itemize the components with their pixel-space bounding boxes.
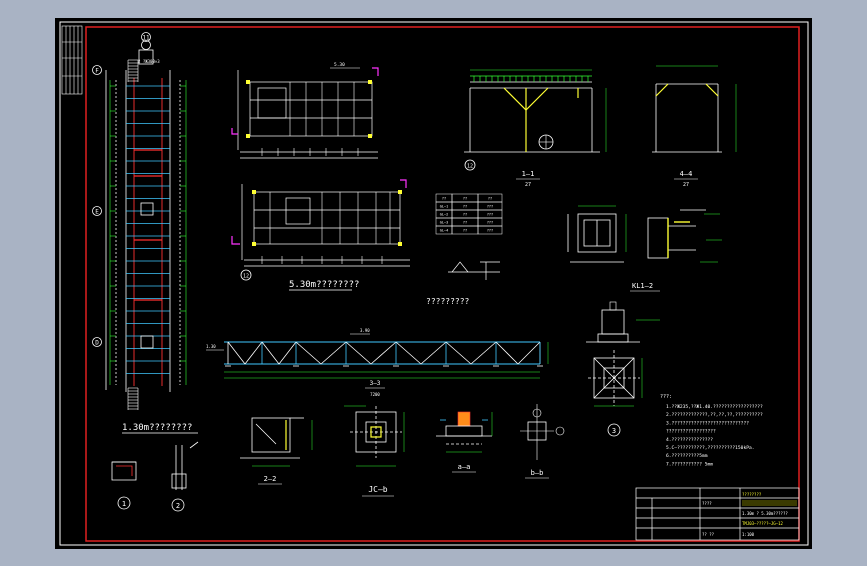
section-jc-label: JC—b (368, 485, 387, 494)
detail-2-number: 2 (176, 502, 180, 510)
table-cell: ??? (487, 229, 493, 233)
note-line: 5.C—??????????,??????????150kPa. (666, 445, 755, 451)
plan-5-30: 12 5.30m???????? (231, 179, 410, 291)
table-cell: ?? (463, 197, 467, 201)
section-4-label: 4—4 (680, 170, 693, 178)
plan-1-30: 11 F E D 2 ?Ж300×3 1.30m???????? (92, 32, 198, 434)
table-cell: ?? (463, 229, 467, 233)
table-cell: ??? (487, 205, 493, 209)
axis-f-label: F (95, 68, 99, 75)
detail-1-number: 1 (122, 500, 126, 508)
sheet-background (55, 18, 812, 549)
note-line: 3.???????????????????????????? (666, 420, 749, 426)
axis-e-label: E (95, 209, 99, 216)
footing-detail: 3 (586, 301, 660, 437)
member-table: ?????? GL—1????? GL—2????? GL—3????? GL—4???… (435, 193, 503, 235)
inner-border (85, 26, 800, 542)
axis-top-label: 11 (142, 35, 150, 42)
title-meta: 1:100 (742, 532, 755, 537)
truss-section: 3—3 (370, 380, 381, 387)
general-notes: ???: 1.??Ж235,??Ж1.40.??????????????????… (660, 394, 763, 467)
note-line: 1.??Ж235,??Ж1.40.?????????????????? (666, 404, 763, 410)
section-aa-label: a—a (458, 463, 471, 471)
section-1-scale: 27 (525, 182, 531, 188)
table-cell: GL—3 (440, 221, 448, 225)
title-row-b: 1.30m ? 5.30m?????? (742, 511, 788, 516)
section-2-label: 2—2 (264, 475, 277, 483)
title-row-c: TMJ03—?????—JG—12 (742, 521, 784, 526)
truss-elev: 1.30 (206, 344, 216, 349)
section-a-a: a—a (436, 411, 493, 473)
table-cell: ?? (463, 221, 467, 225)
table-cell: ?? (463, 205, 467, 209)
binding-strip (61, 25, 83, 95)
note-line: 4.??????????????? (666, 437, 713, 443)
truss-span: 7200 (370, 392, 380, 397)
title-date: ?? ?? (702, 532, 715, 537)
table-cell: ??? (487, 221, 493, 225)
table-cell: GL—1 (440, 205, 448, 209)
detail-kl: KL1—2 (567, 205, 722, 292)
truss-elevation: 1.30 3.90 3—3 7200 (206, 328, 549, 397)
table-cell: GL—2 (440, 213, 448, 217)
section-1-label: 1—1 (522, 170, 535, 178)
detail-kl-title: KL1—2 (632, 282, 653, 290)
table-cell: ?? (463, 213, 467, 217)
column-tag: 2 ?Ж300×3 (138, 59, 160, 64)
plan-1-30-title: 1.30m???????? (122, 423, 192, 433)
detail-q-title: ????????? (426, 297, 470, 306)
section-jc-b: JC—b (344, 405, 405, 497)
section-b-b: b—b (520, 404, 565, 479)
note-line: 2.?????????????,??,??,??,?????????? (666, 412, 763, 418)
section-bb-label: b—b (531, 469, 544, 477)
table-cell: GL—4 (440, 229, 448, 233)
title-block: ???????? ???? 1.30m ? 5.30m?????? TMJ03—… (635, 487, 800, 541)
truss-top-elev: 3.90 (360, 328, 370, 333)
section-1-1: 12 1—1 27 (464, 69, 607, 188)
section-2-2: 2—2 (240, 417, 313, 485)
axis-d-label: D (95, 340, 99, 347)
note-line: 7.??????????? 5mm (666, 461, 713, 467)
title-row-a: ???? (702, 501, 712, 506)
section-1-circle: 12 (467, 164, 473, 170)
title-project: ???????? (742, 492, 762, 497)
table-cell: ?? (442, 197, 446, 201)
footing-circle: 3 (612, 427, 616, 435)
outer-frame (59, 21, 809, 546)
note-line: 6.??????????5mm (666, 453, 708, 459)
elev-5-30: 5.30 (334, 62, 345, 68)
note-line: ?????????????????? (666, 429, 716, 435)
plan-upper-a: 5.30 (231, 62, 379, 159)
plan-b-circle: 12 (243, 274, 249, 280)
table-cell: ?? (488, 197, 492, 201)
detail-q: ????????? (426, 261, 500, 306)
plan-5-30-title: 5.30m???????? (289, 280, 359, 290)
table-cell: ??? (487, 213, 493, 217)
section-4-4: 4—4 27 (652, 65, 737, 188)
details-1-2 (111, 441, 199, 512)
notes-title: ???: (660, 394, 672, 400)
section-4-scale: 27 (683, 182, 689, 188)
